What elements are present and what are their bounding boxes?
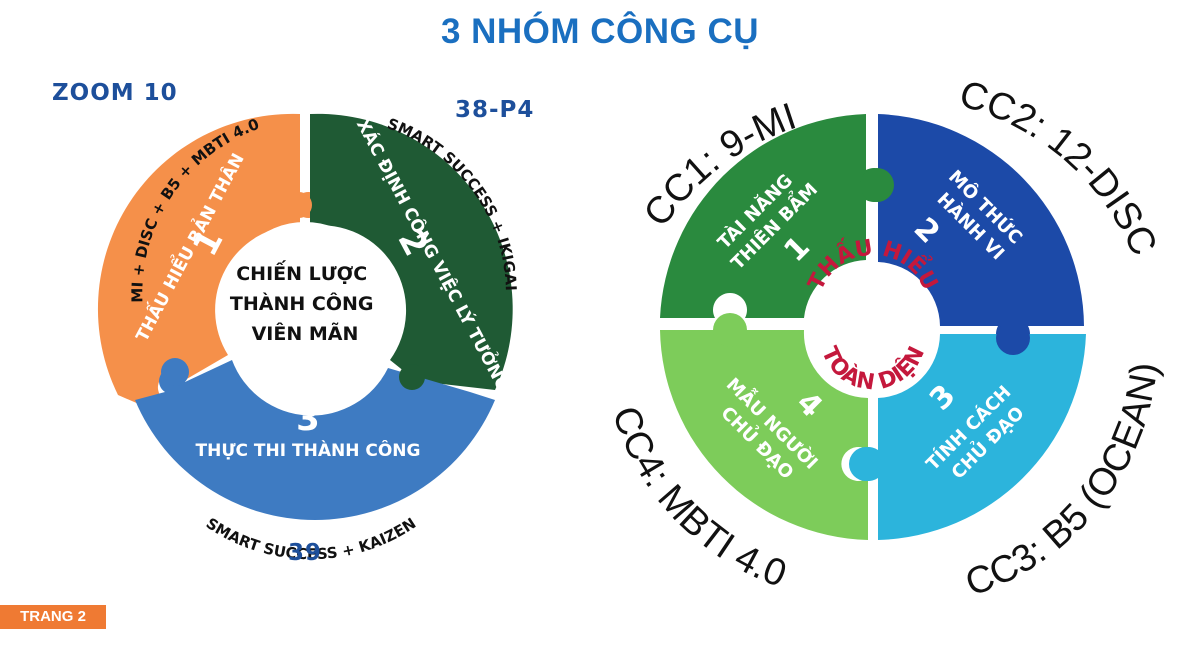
- left-center-title: CHIẾN LƯỢC THÀNH CÔNG VIÊN MÃN: [230, 259, 380, 345]
- left-center-line-2: THÀNH CÔNG: [230, 291, 374, 315]
- left-segment-3-tag: 39: [288, 540, 323, 566]
- left-center-line-3: VIÊN MÃN: [252, 321, 359, 345]
- right-notch-2: [996, 321, 1030, 355]
- left-center-line-1: CHIẾN LƯỢC: [236, 259, 367, 285]
- right-notch-3: [849, 447, 883, 481]
- left-wheel: CHIẾN LƯỢC THÀNH CÔNG VIÊN MÃN THẤU HIỂU…: [97, 113, 520, 563]
- left-center-circle: [225, 222, 385, 382]
- left-notch-3: [161, 358, 189, 386]
- left-notch-1: [286, 192, 312, 218]
- left-notch-2: [399, 364, 425, 390]
- right-segment-4: [660, 330, 868, 540]
- left-segment-2: [310, 113, 513, 396]
- left-segment-3-label: THỰC THI THÀNH CÔNG: [196, 439, 421, 461]
- right-notch-1: [860, 168, 894, 202]
- right-segment-2: [878, 114, 1084, 351]
- left-segment-3-number: 3: [296, 399, 320, 439]
- right-center-circle: [811, 262, 935, 386]
- right-wheel: THẤU HIỂU TOÀN DIỆN TÀI NĂNG THIÊN BẨM 1…: [604, 73, 1166, 605]
- left-segment-2-tag: 38-P4: [455, 97, 535, 123]
- right-segment-1: [660, 114, 891, 318]
- left-segment-1: [97, 113, 322, 408]
- right-notch-4: [713, 313, 747, 347]
- page-title: 3 NHÓM CÔNG CỤ: [440, 12, 760, 51]
- page-badge: TRANG 2: [0, 605, 106, 629]
- right-segment-3: [851, 334, 1086, 540]
- left-segment-3: [135, 360, 495, 521]
- left-segment-1-tag: ZOOM 10: [52, 80, 178, 106]
